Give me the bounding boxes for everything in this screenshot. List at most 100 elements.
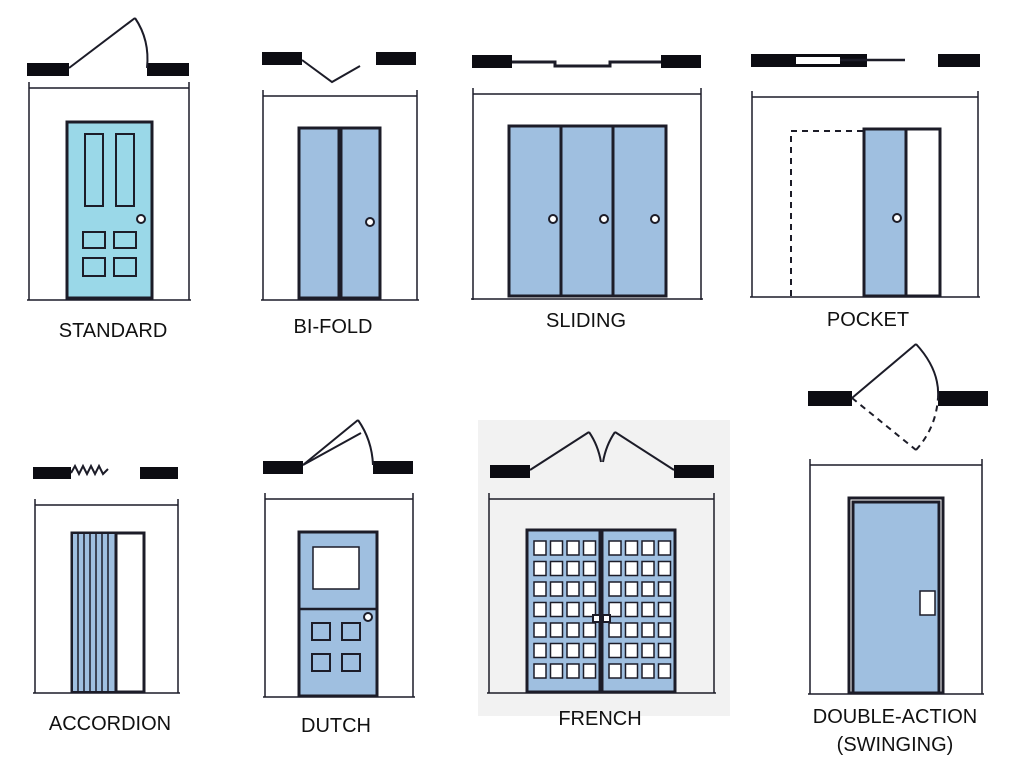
french-glass-pane: [624, 581, 639, 597]
french-glass-pane: [641, 540, 655, 556]
french-glass-pane: [533, 601, 547, 618]
french-glass-pane: [641, 622, 655, 638]
dutch-doorknob-icon: [363, 612, 373, 622]
label-double-action: DOUBLE-ACTION: [812, 706, 978, 728]
label-accordion: ACCORDION: [48, 713, 172, 735]
french-glass-pane: [608, 540, 622, 556]
double-action-door-diagram: [808, 343, 988, 695]
french-glass-pane: [582, 540, 597, 556]
french-glass-pane: [657, 560, 672, 577]
french-glass-pane: [624, 642, 639, 659]
french-glass-pane: [608, 601, 622, 618]
french-glass-pane: [582, 601, 597, 618]
french-glass-pane: [582, 642, 597, 659]
french-glass-panes: [533, 540, 672, 679]
french-glass-pane: [608, 560, 622, 577]
standard-doorknob-icon: [136, 214, 146, 224]
pocket-door-leaf: [862, 127, 908, 298]
french-glass-pane: [608, 663, 622, 679]
french-glass-pane: [566, 540, 580, 556]
french-glass-pane: [566, 642, 580, 659]
standard-door-leaf: [65, 120, 154, 300]
label-french: FRENCH: [558, 708, 642, 730]
french-glass-pane: [624, 622, 639, 638]
french-glass-pane: [549, 642, 564, 659]
french-glass-pane: [533, 642, 547, 659]
dutch-plan-view: [263, 419, 413, 474]
french-glass-pane: [533, 540, 547, 556]
french-glass-pane: [533, 622, 547, 638]
french-door-diagram: [478, 420, 730, 716]
french-glass-pane: [533, 581, 547, 597]
dutch-window: [312, 546, 360, 590]
bi-fold-doorknob-icon: [365, 217, 375, 227]
french-glass-pane: [624, 560, 639, 577]
french-glass-pane: [549, 540, 564, 556]
bi-fold-plan-view: [262, 52, 416, 84]
double-action-push-plate-icon: [919, 590, 936, 616]
double-action-elevation: [808, 459, 984, 695]
sliding-elevation: [471, 88, 703, 300]
dutch-door-diagram: [263, 419, 415, 698]
accordion-elevation: [33, 499, 180, 694]
french-glass-pane: [657, 642, 672, 659]
french-glass-pane: [566, 601, 580, 618]
french-glass-pane: [566, 663, 580, 679]
french-glass-pane: [608, 622, 622, 638]
french-handle-icon: [592, 614, 601, 623]
bi-fold-door-diagram: [261, 52, 419, 301]
french-glass-pane: [582, 581, 597, 597]
accordion-plan-view: [33, 463, 178, 479]
french-glass-pane: [624, 601, 639, 618]
french-plan-view: [490, 431, 714, 478]
sliding-panel-3: [611, 124, 668, 298]
pocket-doorknob-icon: [892, 213, 902, 223]
french-glass-pane: [549, 601, 564, 618]
pocket-elevation: [750, 91, 980, 298]
french-glass-pane: [641, 560, 655, 577]
sliding-panel-2: [559, 124, 615, 298]
bi-fold-elevation: [261, 90, 419, 301]
accordion-door-diagram: [33, 463, 180, 694]
french-glass-pane: [566, 560, 580, 577]
french-glass-pane: [582, 560, 597, 577]
french-glass-pane: [549, 663, 564, 679]
french-glass-pane: [641, 663, 655, 679]
standard-plan-view: [27, 17, 189, 76]
label-pocket: POCKET: [826, 309, 910, 331]
bi-fold-left-leaf: [297, 126, 341, 300]
french-glass-pane: [641, 642, 655, 659]
french-glass-pane: [549, 581, 564, 597]
bi-fold-right-leaf: [339, 126, 382, 300]
sliding-plan-view: [472, 55, 701, 68]
french-glass-pane: [533, 560, 547, 577]
french-glass-pane: [608, 581, 622, 597]
french-glass-pane: [549, 560, 564, 577]
french-glass-pane: [657, 601, 672, 618]
french-glass-pane: [582, 663, 597, 679]
french-glass-pane: [657, 622, 672, 638]
french-glass-pane: [624, 540, 639, 556]
french-elevation: [487, 493, 716, 694]
french-glass-pane: [608, 642, 622, 659]
pocket-door-diagram: [750, 54, 980, 298]
label-swinging: (SWINGING): [836, 734, 954, 756]
french-glass-pane: [624, 663, 639, 679]
label-dutch: DUTCH: [301, 715, 371, 737]
pocket-plan-view: [751, 54, 980, 67]
french-glass-pane: [641, 581, 655, 597]
french-glass-pane: [657, 540, 672, 556]
standard-elevation: [27, 82, 191, 301]
french-glass-pane: [549, 622, 564, 638]
french-glass-pane: [657, 663, 672, 679]
french-glass-pane: [566, 581, 580, 597]
label-standard: STANDARD: [58, 320, 168, 342]
standard-door-diagram: [27, 17, 191, 301]
french-glass-pane: [582, 622, 597, 638]
label-sliding: SLIDING: [545, 310, 627, 332]
french-glass-pane: [657, 581, 672, 597]
sliding-door-diagram: [471, 55, 703, 300]
dutch-elevation: [263, 493, 415, 698]
